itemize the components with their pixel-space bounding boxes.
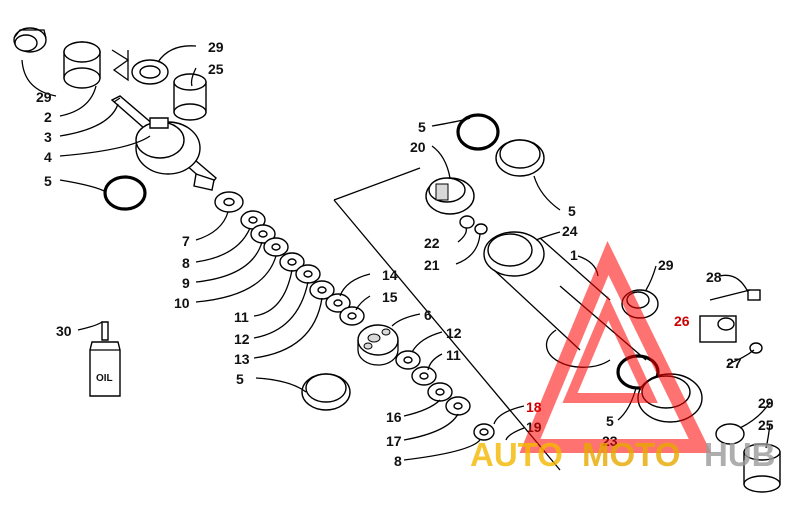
callout-3: 3 xyxy=(44,129,52,145)
callout-8: 8 xyxy=(394,453,402,469)
callout-6: 6 xyxy=(424,307,432,323)
watermark-triangle xyxy=(519,241,712,453)
washer-15 xyxy=(339,306,365,326)
callout-20: 20 xyxy=(410,139,426,155)
callout-24: 24 xyxy=(562,223,578,239)
callout-21: 21 xyxy=(424,257,440,273)
callout-25: 25 xyxy=(758,417,774,433)
floating-piston-20 xyxy=(425,177,475,215)
callout-11: 11 xyxy=(234,309,249,325)
callout-10: 10 xyxy=(174,295,190,311)
callout-29: 29 xyxy=(36,89,52,105)
sleeve-25-bottom-right xyxy=(743,443,781,493)
ball-22 xyxy=(459,215,475,229)
washer-14 xyxy=(325,293,351,313)
damper-body-4 xyxy=(135,117,201,175)
bracket-outline xyxy=(333,167,561,471)
sleeve-2 xyxy=(63,41,101,89)
bushing-29-top-left xyxy=(13,27,47,53)
callout-13: 13 xyxy=(234,351,250,367)
reservoir-24 xyxy=(483,231,611,351)
callout-5: 5 xyxy=(606,413,614,429)
callout-29: 29 xyxy=(658,257,674,273)
callout-16: 16 xyxy=(386,409,402,425)
sleeve-25-top xyxy=(173,73,207,121)
callout-12: 12 xyxy=(446,325,462,341)
callout-29: 29 xyxy=(208,39,224,55)
band-5-lower-left xyxy=(301,373,351,411)
callout-8: 8 xyxy=(182,255,190,271)
callout-1: 1 xyxy=(570,247,578,263)
callout-5: 5 xyxy=(418,119,426,135)
oil-bottle-label: OIL xyxy=(96,373,113,384)
washer-13 xyxy=(309,280,335,300)
callout-5: 5 xyxy=(236,371,244,387)
washer-16 xyxy=(427,382,453,402)
callout-5: 5 xyxy=(568,203,576,219)
callout-11: 11 xyxy=(446,347,461,363)
break-mark xyxy=(111,49,130,82)
callout-9: 9 xyxy=(182,275,190,291)
callout-5: 5 xyxy=(44,173,52,189)
callout-12: 12 xyxy=(234,331,250,347)
washer-11 xyxy=(279,252,305,272)
callout-30: 30 xyxy=(56,323,72,339)
washer-12 xyxy=(295,264,321,284)
watermark-hub: HUB xyxy=(704,436,776,473)
callout-27: 27 xyxy=(726,355,742,371)
callout-25: 25 xyxy=(208,61,224,77)
callouts: 29 25 29 2 3 4 5 5 20 5 7 8 9 10 22 21 2… xyxy=(36,39,774,469)
watermark-logo xyxy=(519,241,712,453)
callout-15: 15 xyxy=(382,289,398,305)
valve-26 xyxy=(699,315,737,343)
o-ring-5-left xyxy=(103,175,147,211)
callout-26: 26 xyxy=(674,313,690,329)
washer-17 xyxy=(445,396,471,416)
o-ring-5-top xyxy=(456,113,500,151)
callout-14: 14 xyxy=(382,267,398,283)
valve-28 xyxy=(709,289,761,301)
callout-29: 29 xyxy=(758,395,774,411)
washer-9 xyxy=(250,224,276,244)
callout-4: 4 xyxy=(44,149,52,165)
callout-22: 22 xyxy=(424,235,440,251)
callout-7: 7 xyxy=(182,233,190,249)
oil-bottle-30 xyxy=(89,321,121,397)
band-5-top xyxy=(495,139,545,177)
screw-21 xyxy=(474,223,488,235)
callout-2: 2 xyxy=(44,109,52,125)
watermark-text: AUTO MOTO HUB xyxy=(470,436,776,473)
callout-17: 17 xyxy=(386,433,402,449)
nut-8 xyxy=(473,423,495,441)
bushing-29-top xyxy=(131,59,169,85)
watermark-moto: MOTO xyxy=(582,436,680,473)
washer-12-b xyxy=(395,350,421,370)
callout-28: 28 xyxy=(706,269,722,285)
washer-11-b xyxy=(411,366,437,386)
piston-6 xyxy=(357,324,399,366)
washer-10 xyxy=(263,237,289,257)
bushing-29-bottom-right xyxy=(715,423,745,445)
watermark-auto: AUTO xyxy=(470,436,563,473)
leader-lines xyxy=(21,45,771,461)
washer-7 xyxy=(214,191,244,213)
